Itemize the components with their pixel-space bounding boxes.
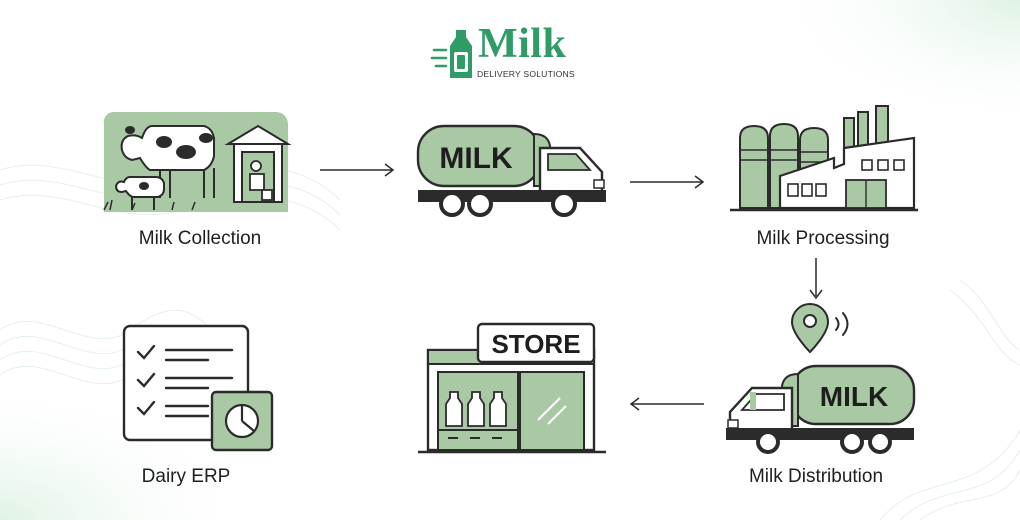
store-icon: STORE bbox=[418, 322, 606, 454]
arrow-right-icon bbox=[320, 163, 395, 177]
milk-bottle-logo-icon bbox=[430, 30, 472, 78]
step-label-dairy-erp: Dairy ERP bbox=[141, 466, 231, 487]
step-label-milk-processing: Milk Processing bbox=[756, 228, 890, 249]
checklist-chart-icon bbox=[122, 324, 274, 452]
brand-logo: Milk DELIVERY SOLUTIONS bbox=[430, 21, 600, 84]
step-label-milk-collection: Milk Collection bbox=[138, 228, 262, 249]
milk-tanker-truck-icon: MILK bbox=[416, 124, 606, 217]
brand-subtitle: DELIVERY SOLUTIONS bbox=[477, 69, 575, 79]
cow-barn-icon bbox=[103, 111, 292, 212]
store-sign-text: STORE bbox=[491, 329, 580, 359]
arrow-down-icon bbox=[809, 258, 823, 300]
brand-title: Milk bbox=[478, 21, 567, 67]
step-label-milk-distribution: Milk Distribution bbox=[748, 466, 884, 487]
distribution-truck-tank-text: MILK bbox=[820, 381, 888, 412]
truck-tank-text: MILK bbox=[439, 142, 513, 175]
location-pin-icon bbox=[790, 302, 849, 354]
factory-icon bbox=[730, 105, 918, 212]
arrow-left-icon bbox=[629, 397, 704, 411]
delivery-truck-icon: MILK bbox=[726, 364, 916, 454]
arrow-right-icon bbox=[630, 175, 705, 189]
